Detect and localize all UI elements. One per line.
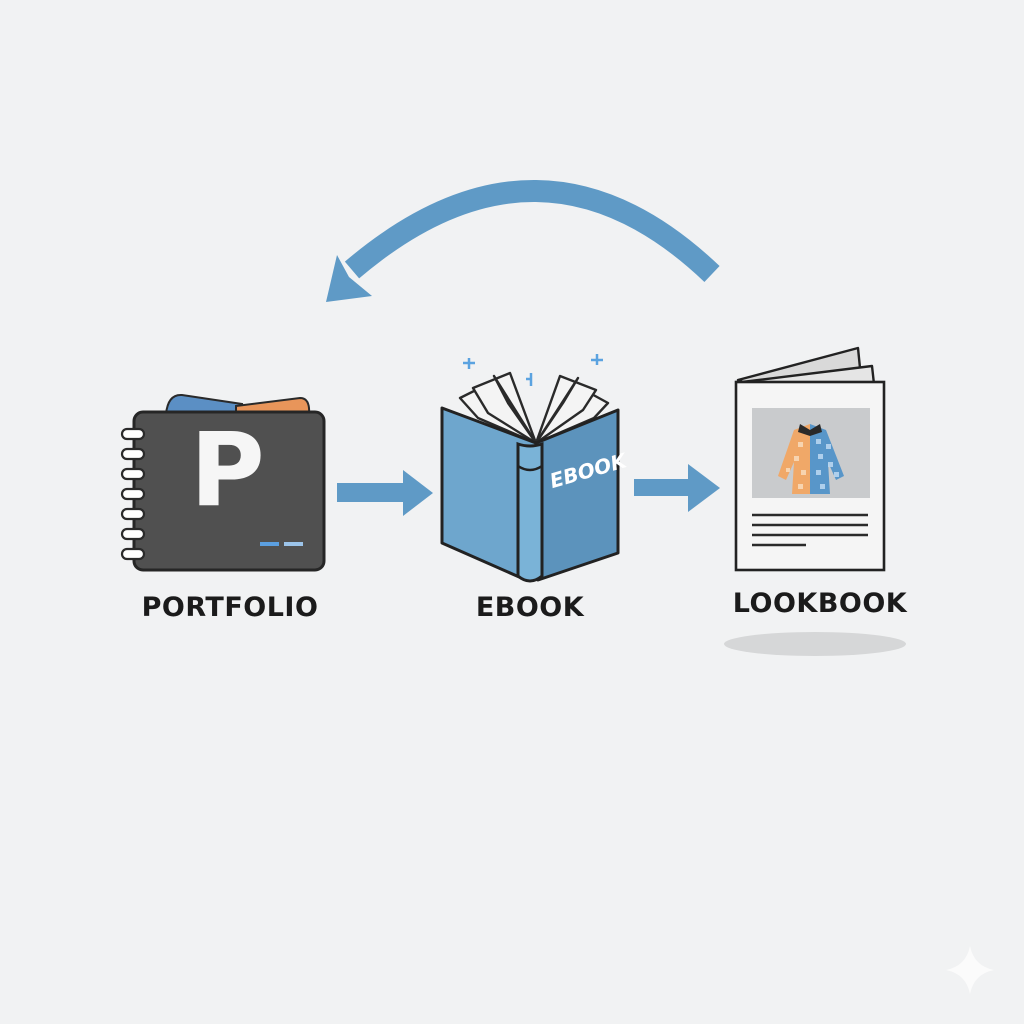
lookbook-shadow (724, 632, 906, 656)
arrow-portfolio-to-ebook (337, 470, 433, 516)
lookbook-label: LOOKBOOK (732, 588, 908, 619)
portfolio-label: PORTFOLIO (141, 592, 319, 623)
sparkle-icon (463, 354, 603, 386)
sparkle-icon (946, 946, 994, 994)
portfolio-binder-icon (120, 393, 326, 572)
open-book-icon (440, 354, 620, 583)
shirt-icon (778, 424, 844, 494)
ebook-label: EBOOK (475, 592, 585, 623)
portfolio-cover-letter: P (190, 411, 265, 530)
lookbook-magazine-icon (734, 346, 886, 572)
arrow-ebook-to-lookbook (634, 464, 720, 512)
